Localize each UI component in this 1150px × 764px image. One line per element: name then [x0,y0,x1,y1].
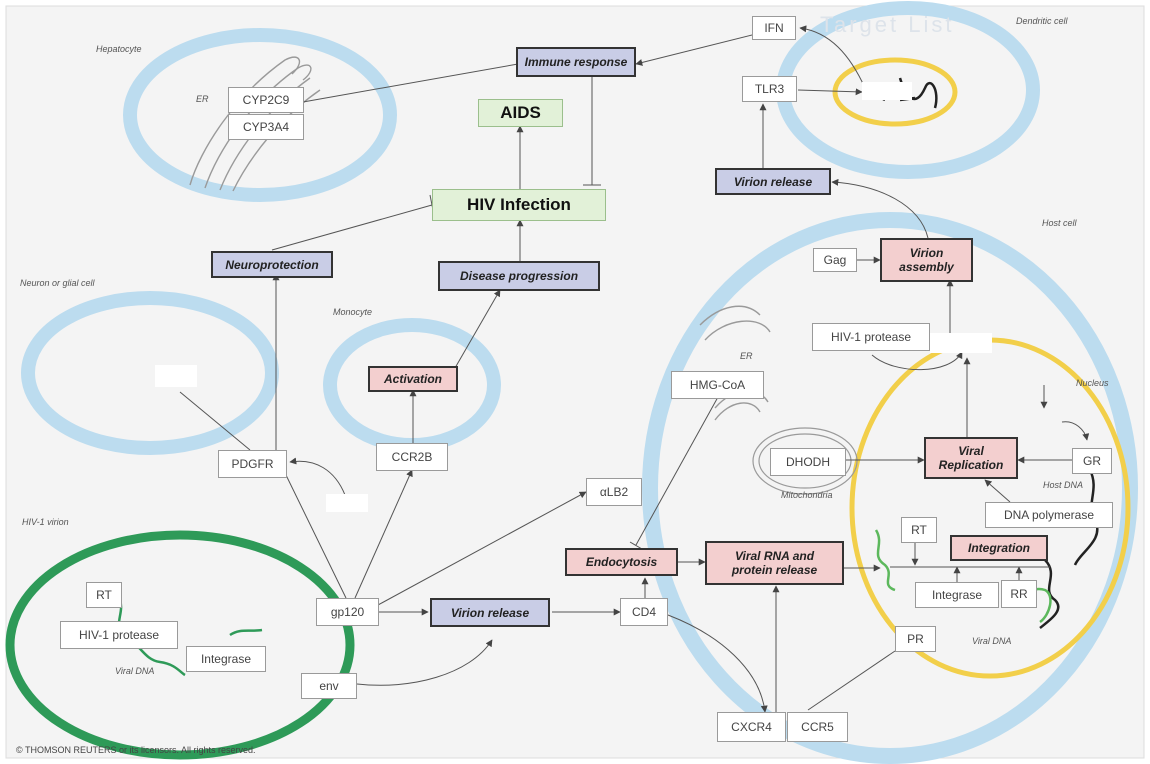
rr-node[interactable]: RR [1001,580,1037,608]
integrase-virion-node[interactable]: Integrase [186,646,266,672]
dendritic-nucleus [832,57,958,127]
label-viral-dna-host: Viral DNA [972,636,1012,646]
immune-response-node[interactable]: Immune response [516,47,636,77]
rt-virion-node[interactable]: RT [86,582,122,608]
endocytosis-node[interactable]: Endocytosis [565,548,678,576]
edge-activation-disease [454,289,501,369]
edge-hmgcoa-inhibit-bar [629,541,643,550]
cyp2c9-node[interactable]: CYP2C9 [228,87,304,113]
ccr5-node[interactable]: CCR5 [787,712,848,742]
cyp3a4-node[interactable]: CYP3A4 [228,114,304,140]
tlr3-node[interactable]: TLR3 [742,76,797,102]
edge-env-release [356,639,493,686]
activation-node[interactable]: Activation [368,366,458,392]
edge-gp120-pdgfr [284,472,347,599]
rt-host-node[interactable]: RT [901,517,937,543]
hiv-virion-membrane [5,530,355,760]
edge-protease-protein [871,351,963,371]
edge-cd4-cxcr4 [667,614,768,713]
dhodh-node[interactable]: DHODH [770,448,846,476]
edge-gr-self [1061,421,1090,441]
label-viral-dna-virion: Viral DNA [115,666,155,676]
edge-neuro-hiv [271,204,433,251]
neuroprotection-node[interactable]: Neuroprotection [211,251,333,278]
disease-progression-node[interactable]: Disease progression [438,261,600,291]
label-mitochondria: Mitochondria [781,490,833,500]
hmgcoa-node[interactable]: HMG-CoA [671,371,764,399]
edge-ligand-pdgfr [289,457,346,496]
ifn-node[interactable]: IFN [752,16,796,40]
ccr2b-node[interactable]: CCR2B [376,443,448,471]
alb2-node[interactable]: αLB2 [586,478,642,506]
viral-rna-release-node[interactable]: Viral RNA and protein release [705,541,844,585]
hiv1-protease-virion-node[interactable]: HIV-1 protease [60,621,178,649]
hiv1-protease-host-node[interactable]: HIV-1 protease [812,323,930,351]
blank-neuron-target [155,365,197,387]
aids-node[interactable]: AIDS [478,99,563,127]
mitochondria-shape [752,427,858,495]
env-node[interactable]: env [301,673,357,699]
edge-assembly-release [831,178,929,239]
edge-pdgfr-neuron [179,391,251,451]
edge-gp120-alb2 [377,491,587,606]
label-er-hepatocyte: ER [196,94,209,104]
viral-rna-line2: protein release [731,563,818,577]
virion-release-top-node[interactable]: Virion release [715,168,831,195]
label-hiv-virion: HIV-1 virion [22,517,69,527]
hepatocyte-membrane [123,28,397,202]
cxcr4-node[interactable]: CXCR4 [717,712,786,742]
viral-replication-line2: Replication [938,458,1004,472]
edge-hmgcoa-endocytosis [635,396,719,546]
watermark-text: Target List [820,12,955,37]
label-er-host: ER [740,351,753,361]
virion-assembly-line1: Virion [909,246,944,260]
integrase-host-node[interactable]: Integrase [915,582,999,608]
edge-dnapol-replication [984,479,1011,503]
integration-node[interactable]: Integration [950,535,1048,561]
hiv-infection-node[interactable]: HIV Infection [432,189,606,221]
viral-rna-line1: Viral RNA and [734,549,815,563]
edge-pr-receptors [807,650,896,711]
neuron-membrane [21,291,279,455]
viral-replication-node[interactable]: Viral Replication [924,437,1018,479]
label-host-cell: Host cell [1042,218,1077,228]
edge-gp120-ccr2b [354,469,413,599]
pdgfr-node[interactable]: PDGFR [218,450,287,478]
edge-immune-cyp [302,63,519,103]
blank-pdgfr-ligand [326,494,368,512]
label-host-dna: Host DNA [1043,480,1084,490]
cd4-node[interactable]: CD4 [620,598,668,626]
gr-node[interactable]: GR [1072,448,1112,474]
gag-node[interactable]: Gag [813,248,857,272]
virion-release-bottom-node[interactable]: Virion release [430,598,550,627]
dna-polymerase-node[interactable]: DNA polymerase [985,502,1113,528]
viral-replication-line1: Viral [958,444,984,458]
copyright-text: © THOMSON REUTERS or its licensors. All … [16,745,256,755]
label-neuron: Neuron or glial cell [20,278,95,288]
host-membrane [642,212,1138,764]
label-dendritic: Dendritic cell [1016,16,1068,26]
virion-assembly-node[interactable]: Virion assembly [880,238,973,282]
edge-dc-ifn [799,25,866,89]
label-nucleus: Nucleus [1076,378,1109,388]
gp120-node[interactable]: gp120 [316,598,379,626]
virion-assembly-line2: assembly [899,260,954,274]
label-monocyte: Monocyte [333,307,373,317]
label-hepatocyte: Hepatocyte [96,44,142,54]
blank-viral-protein [930,333,992,353]
blank-dc-ligand [862,82,912,100]
pr-node[interactable]: PR [895,626,936,652]
edge-tlr3-dna [797,88,863,96]
